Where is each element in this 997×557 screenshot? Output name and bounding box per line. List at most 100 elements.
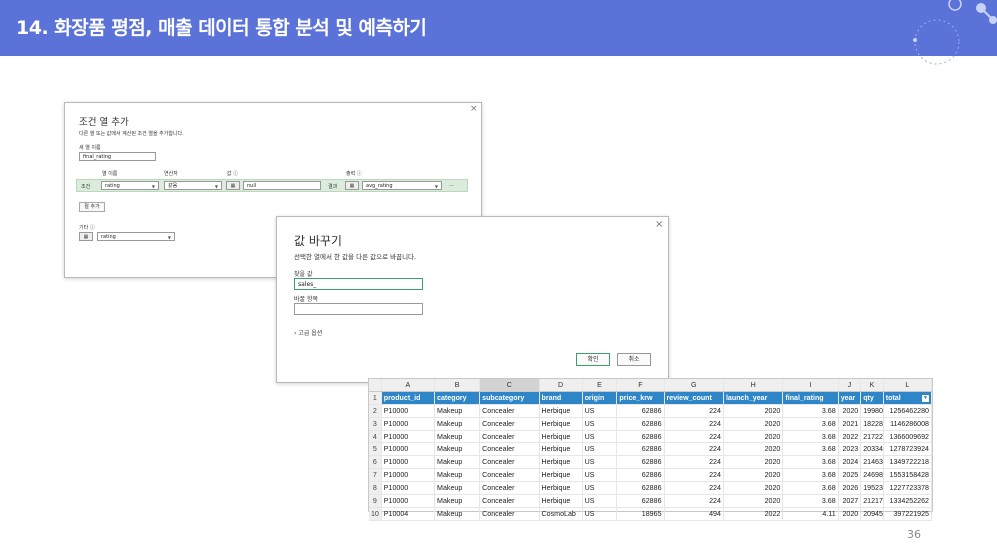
table-cell[interactable]: 1349722218 <box>883 455 933 470</box>
table-cell[interactable]: US <box>582 494 618 508</box>
table-cell[interactable]: 2021 <box>838 417 862 431</box>
table-cell[interactable]: 19980 <box>860 404 884 418</box>
table-cell[interactable]: 1256462280 <box>883 404 933 418</box>
row-number[interactable]: 9 <box>369 494 382 508</box>
table-cell[interactable]: Herbique <box>539 417 583 431</box>
table-cell[interactable]: P10000 <box>381 468 436 483</box>
column-letter-i[interactable]: I <box>782 379 839 392</box>
table-cell[interactable]: Herbique <box>539 481 583 496</box>
table-cell[interactable]: 19523 <box>860 481 884 496</box>
table-cell[interactable]: Herbique <box>539 442 583 457</box>
table-cell[interactable]: 3.68 <box>782 455 839 470</box>
column-letter-b[interactable]: B <box>434 379 481 392</box>
table-cell[interactable]: 224 <box>664 481 724 496</box>
table-cell[interactable]: P10000 <box>381 404 436 418</box>
column-letter-d[interactable]: D <box>539 379 583 392</box>
add-clause-button[interactable]: 절 추가 <box>79 202 105 212</box>
table-cell[interactable]: 2020 <box>723 404 784 418</box>
table-cell[interactable]: 3.68 <box>782 494 839 508</box>
column-letter-k[interactable]: K <box>860 379 884 392</box>
table-cell[interactable]: Concealer <box>479 455 540 470</box>
find-value-input[interactable]: sales_ <box>294 278 423 290</box>
table-cell[interactable]: Concealer <box>479 442 540 457</box>
table-cell[interactable]: 2020 <box>723 468 784 483</box>
table-cell[interactable]: Concealer <box>479 468 540 483</box>
operator-select[interactable]: 같음▼ <box>164 181 222 190</box>
table-cell[interactable]: Makeup <box>434 455 481 470</box>
table-cell[interactable]: 3.68 <box>782 430 839 444</box>
table-cell[interactable]: 2025 <box>838 468 862 483</box>
table-cell[interactable]: Makeup <box>434 481 481 496</box>
table-cell[interactable]: Makeup <box>434 417 481 431</box>
table-cell[interactable]: US <box>582 430 618 444</box>
else-output-select[interactable]: rating▼ <box>97 232 175 241</box>
table-cell[interactable]: 224 <box>664 430 724 444</box>
table-cell[interactable]: 224 <box>664 442 724 457</box>
header-cell-total[interactable]: total▼ <box>883 391 933 405</box>
table-cell[interactable]: 224 <box>664 455 724 470</box>
table-cell[interactable]: 2026 <box>838 481 862 496</box>
table-cell[interactable]: Makeup <box>434 468 481 483</box>
table-cell[interactable]: US <box>582 442 618 457</box>
table-cell[interactable]: 24698 <box>860 468 884 483</box>
table-cell[interactable]: 21463 <box>860 455 884 470</box>
new-column-name-input[interactable]: final_rating <box>79 152 156 161</box>
table-cell[interactable]: Concealer <box>479 430 540 444</box>
table-cell[interactable]: 3.68 <box>782 404 839 418</box>
table-cell[interactable]: US <box>582 455 618 470</box>
column-letter-c[interactable]: C <box>479 379 540 392</box>
header-cell-subcategory[interactable]: subcategory <box>479 391 540 405</box>
table-cell[interactable]: 494 <box>664 507 724 521</box>
table-cell[interactable]: 2020 <box>723 455 784 470</box>
header-cell-category[interactable]: category <box>434 391 481 405</box>
table-cell[interactable]: 3.68 <box>782 481 839 496</box>
table-cell[interactable]: Herbique <box>539 468 583 483</box>
table-cell[interactable]: US <box>582 507 618 521</box>
table-cell[interactable]: Makeup <box>434 507 481 521</box>
table-cell[interactable]: US <box>582 481 618 496</box>
close-icon[interactable]: × <box>470 104 478 114</box>
table-cell[interactable]: 397221925 <box>883 507 933 521</box>
column-letter-h[interactable]: H <box>723 379 784 392</box>
table-cell[interactable]: 2020 <box>723 442 784 457</box>
replace-with-input[interactable] <box>294 303 423 315</box>
table-cell[interactable]: 1366009692 <box>883 430 933 444</box>
advanced-options-toggle[interactable]: › 고급 옵션 <box>294 330 323 337</box>
row-number[interactable]: 2 <box>369 404 382 418</box>
table-cell[interactable]: 3.68 <box>782 417 839 431</box>
table-cell[interactable]: P10000 <box>381 417 436 431</box>
row-number[interactable]: 4 <box>369 430 382 444</box>
table-cell[interactable]: 224 <box>664 468 724 483</box>
table-cell[interactable]: 2024 <box>838 455 862 470</box>
column-select[interactable]: rating▼ <box>101 181 159 190</box>
column-letter-g[interactable]: G <box>664 379 724 392</box>
else-type-icon[interactable]: ▦ <box>79 232 93 241</box>
table-cell[interactable]: 62886 <box>616 442 665 457</box>
table-cell[interactable]: Makeup <box>434 442 481 457</box>
header-cell-brand[interactable]: brand <box>539 391 583 405</box>
column-letter-j[interactable]: J <box>838 379 862 392</box>
table-cell[interactable]: 62886 <box>616 468 665 483</box>
table-cell[interactable]: US <box>582 404 618 418</box>
table-cell[interactable]: 2022 <box>838 430 862 444</box>
table-cell[interactable]: 18965 <box>616 507 665 521</box>
table-cell[interactable]: 1334252262 <box>883 494 933 508</box>
table-cell[interactable]: Herbique <box>539 455 583 470</box>
ok-button[interactable]: 확인 <box>576 353 610 366</box>
table-cell[interactable]: 3.68 <box>782 442 839 457</box>
output-select[interactable]: avg_rating▼ <box>362 181 442 190</box>
header-cell-year[interactable]: year <box>838 391 862 405</box>
row-number[interactable]: 7 <box>369 468 382 483</box>
table-cell[interactable]: 2020 <box>723 494 784 508</box>
table-cell[interactable]: P10004 <box>381 507 436 521</box>
table-cell[interactable]: 2027 <box>838 494 862 508</box>
table-cell[interactable]: 2023 <box>838 442 862 457</box>
header-cell-price-krw[interactable]: price_krw <box>616 391 665 405</box>
table-cell[interactable]: 62886 <box>616 430 665 444</box>
table-cell[interactable]: 1278723924 <box>883 442 933 457</box>
table-cell[interactable]: 21217 <box>860 494 884 508</box>
table-cell[interactable]: 1553158428 <box>883 468 933 483</box>
table-cell[interactable]: Makeup <box>434 430 481 444</box>
table-cell[interactable]: 2020 <box>838 404 862 418</box>
column-letter-e[interactable]: E <box>582 379 618 392</box>
